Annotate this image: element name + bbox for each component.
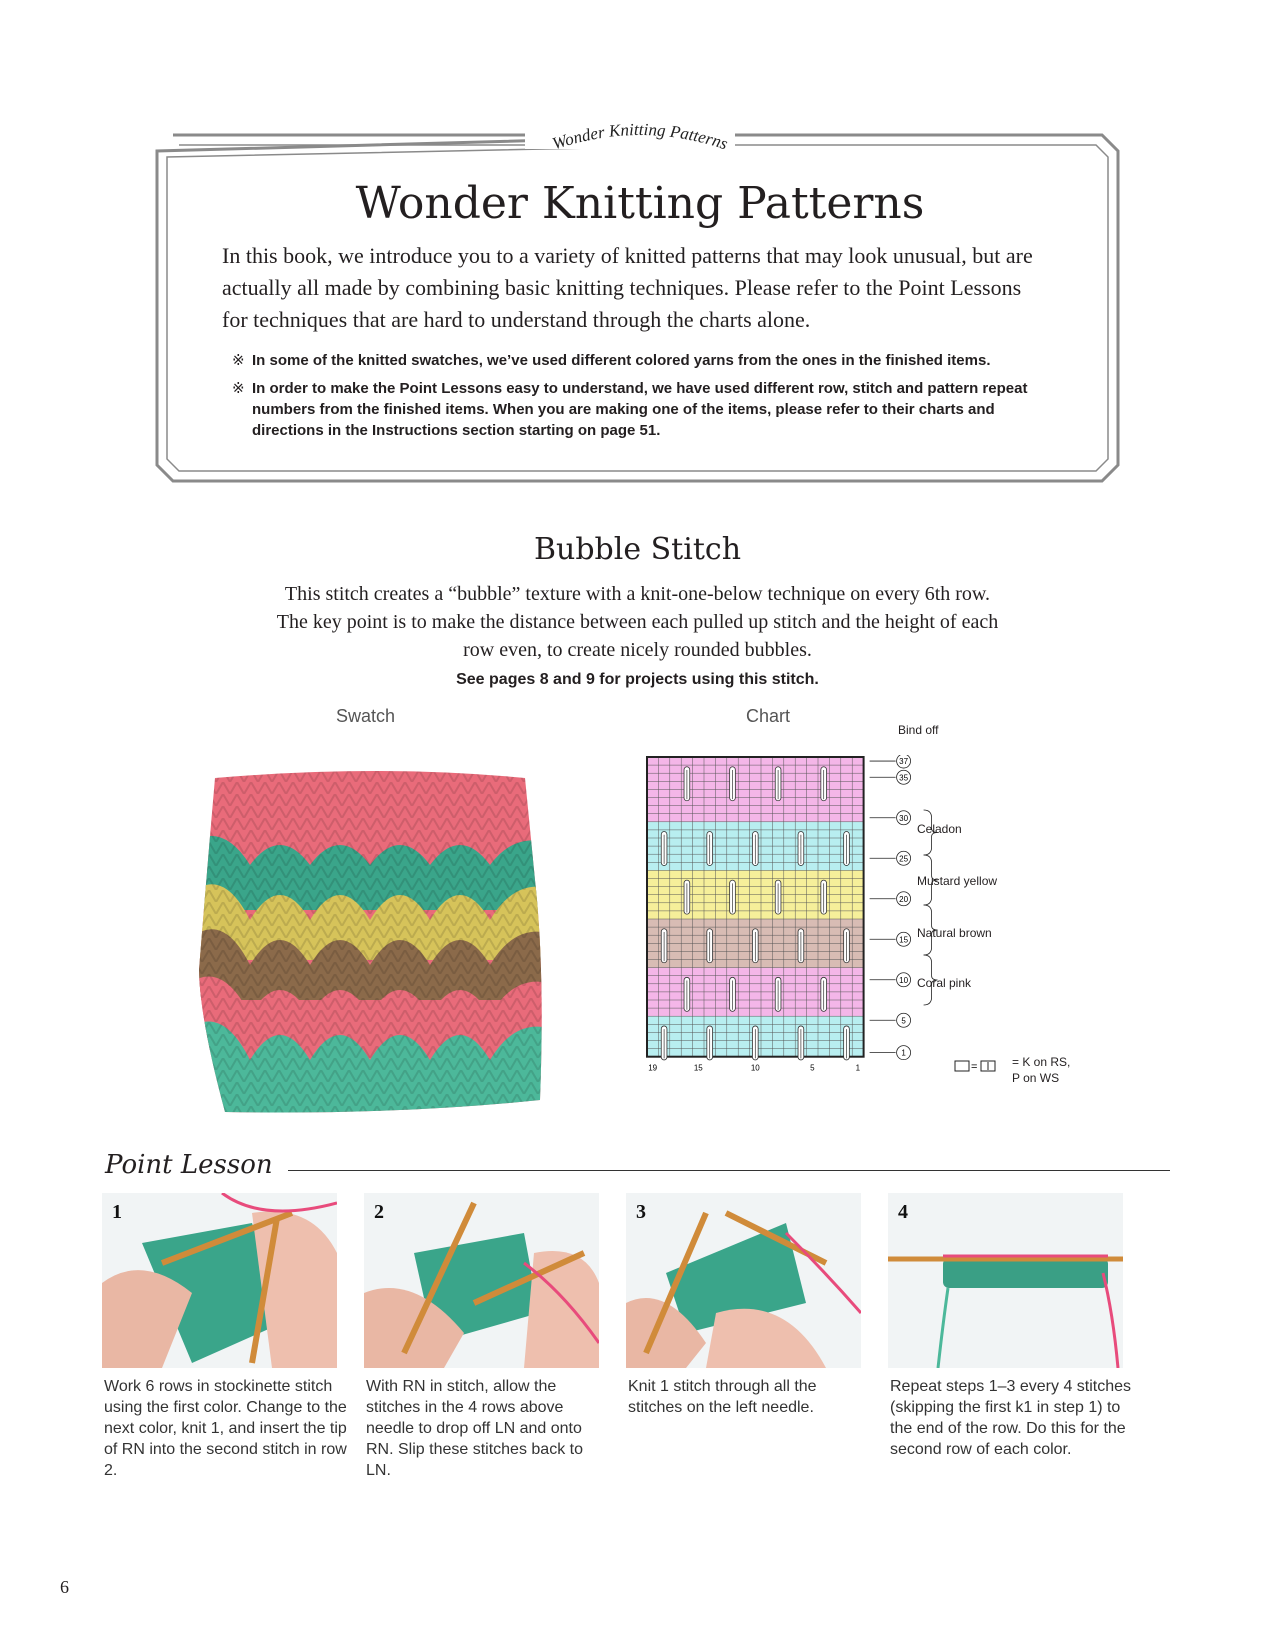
step-number: 2 (374, 1201, 384, 1223)
chart-column-number: 10 (751, 1064, 760, 1073)
svg-text:Wonder Knitting Patterns: Wonder Knitting Patterns (550, 120, 730, 154)
note-mark: ※ (232, 352, 245, 369)
chart-column-number: 5 (810, 1064, 815, 1073)
note-text: In order to make the Point Lessons easy … (252, 380, 1028, 439)
chart-column-number: 15 (694, 1064, 703, 1073)
row-marker-label: 15 (899, 935, 908, 944)
row-marker-label: 37 (899, 757, 908, 766)
section-title: Bubble Stitch (533, 532, 742, 567)
row-marker-circle (896, 810, 912, 826)
row-marker-label: 30 (899, 814, 908, 823)
row-marker-circle (896, 931, 912, 947)
step-4-photo: 4 (888, 1193, 1123, 1368)
row-marker-label: 10 (899, 976, 908, 985)
legend-text-2: P on WS (1012, 1071, 1060, 1085)
step-3-photo: 3 (626, 1193, 861, 1368)
intro-tag-arc: Wonder Knitting Patterns (550, 120, 730, 154)
row-marker-circle (896, 972, 912, 988)
row-marker-circle (896, 753, 912, 769)
intro-note-1: ※ In some of the knitted swatches, we’ve … (232, 350, 1052, 371)
chart-column-number: 1 (856, 1064, 861, 1073)
step-1-photo: 1 (102, 1193, 337, 1368)
intro-body: In this book, we introduce you to a vari… (222, 243, 1033, 332)
intro-frame (155, 133, 1120, 483)
color-brace (923, 904, 938, 956)
note-mark: ※ (232, 380, 245, 397)
bind-off-label: Bind off (898, 723, 939, 737)
step-2-text: With RN in stitch, allow the stitches in… (366, 1378, 583, 1479)
row-marker-circle (896, 769, 912, 785)
step-number: 4 (898, 1201, 908, 1223)
row-marker-label: 5 (901, 1016, 906, 1025)
knitting-chart: 37 35 30 25 20 15 10 5 1 19 15 10 5 1 = Bind off Celad… (645, 723, 1135, 1135)
row-marker-label: 1 (901, 1049, 906, 1058)
point-lesson-divider (288, 1170, 1170, 1171)
swatch-caption: Swatch (336, 706, 396, 726)
note-text: In some of the knitted swatches, we’ve u… (252, 352, 991, 369)
color-label-coral: Coral pink (917, 976, 972, 990)
color-brace (923, 809, 938, 856)
intro-title: Wonder Knitting Patterns (355, 178, 925, 229)
row-marker-label: 25 (899, 854, 908, 863)
swatch-image (199, 771, 542, 1113)
intro-note-2: ※ In order to make the Point Lessons easy… (232, 378, 1052, 441)
color-brace (923, 854, 938, 906)
page-number: 6 (60, 1577, 69, 1597)
chart-graphic: 37 35 30 25 20 15 10 5 1 19 15 10 5 1 = (646, 751, 996, 1073)
color-label-brown: Natural brown (917, 926, 992, 940)
row-marker-circle (896, 891, 912, 907)
row-marker-label: 20 (899, 895, 908, 904)
point-lesson-title: Point Lesson (105, 1150, 273, 1180)
row-marker-circle (896, 1012, 912, 1028)
step-2-photo: 2 (364, 1193, 599, 1368)
chart-caption: Chart (746, 706, 791, 726)
legend-symbol-empty (954, 1060, 970, 1072)
section-description: This stitch creates a “bubble” texture w… (276, 583, 999, 661)
chart-column-number: 19 (648, 1064, 657, 1073)
step-number: 1 (112, 1201, 122, 1223)
step-3-text: Knit 1 stitch through all the stitches o… (628, 1378, 817, 1416)
row-marker-circle (896, 850, 912, 866)
color-label-celadon: Celadon (917, 822, 962, 836)
row-marker-label: 35 (899, 773, 908, 782)
legend-equals: = (971, 1061, 977, 1073)
legend-text: = K on RS, (1012, 1055, 1071, 1069)
step-1-text: Work 6 rows in stockinette stitch using … (104, 1378, 347, 1479)
color-brace (923, 954, 938, 1006)
color-label-mustard: Mustard yellow (917, 874, 998, 888)
step-4-text: Repeat steps 1–3 every 4 stitches (skipp… (890, 1378, 1132, 1458)
step-number: 3 (636, 1201, 646, 1223)
row-marker-circle (896, 1045, 912, 1061)
projects-note: See pages 8 and 9 for projects using thi… (456, 671, 819, 688)
